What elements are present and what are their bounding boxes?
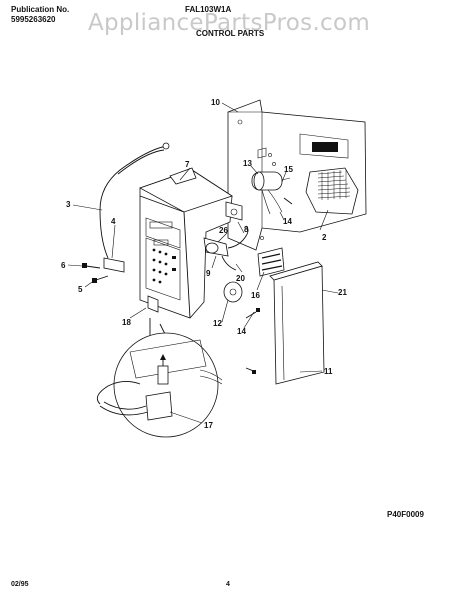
screws-right xyxy=(245,197,293,374)
callout-leaders xyxy=(67,102,339,424)
watermark-logo: AppliancePartsPros.com xyxy=(88,10,371,36)
capacitor xyxy=(251,171,291,215)
callout-14-top: 14 xyxy=(283,217,292,226)
callout-18: 18 xyxy=(122,318,131,327)
callout-26: 26 xyxy=(219,226,228,235)
callout-9: 9 xyxy=(206,269,211,278)
callout-4: 4 xyxy=(111,217,116,226)
callout-14-bottom: 14 xyxy=(237,327,246,336)
footer-date: 02/95 xyxy=(11,581,29,588)
callout-11: 11 xyxy=(324,367,333,376)
callout-12: 12 xyxy=(213,319,222,328)
callout-10: 10 xyxy=(211,98,220,107)
callout-21: 21 xyxy=(338,288,347,297)
power-cord-wire xyxy=(99,142,170,273)
detail-zoom-view xyxy=(96,318,223,438)
thermostat xyxy=(223,281,243,303)
callout-7: 7 xyxy=(185,160,190,169)
callout-8: 8 xyxy=(244,225,249,234)
callout-13: 13 xyxy=(243,159,252,168)
callout-3: 3 xyxy=(66,200,71,209)
screws-left xyxy=(82,263,109,283)
callout-17: 17 xyxy=(204,421,213,430)
publication-label: Publication No. xyxy=(11,5,70,14)
section-title: CONTROL PARTS xyxy=(196,29,265,38)
footer-page: 4 xyxy=(226,581,230,588)
publication-number: 5995263620 xyxy=(11,15,56,24)
callout-20: 20 xyxy=(236,274,245,283)
callout-5: 5 xyxy=(78,285,83,294)
front-cover-panel xyxy=(269,261,325,385)
terminal-block xyxy=(257,247,285,277)
callout-2: 2 xyxy=(322,233,327,242)
callout-6-left: 6 xyxy=(61,261,66,270)
drawing-code: P40F0009 xyxy=(387,510,424,519)
callout-15: 15 xyxy=(284,165,293,174)
filter-screen xyxy=(305,167,359,215)
callout-16: 16 xyxy=(251,291,260,300)
model-number: FAL103W1A xyxy=(185,5,232,14)
callout-labels: 10 7 13 15 3 4 6 26 8 2 14 9 20 6 5 16 2… xyxy=(61,98,347,430)
selector-switch xyxy=(203,201,249,271)
